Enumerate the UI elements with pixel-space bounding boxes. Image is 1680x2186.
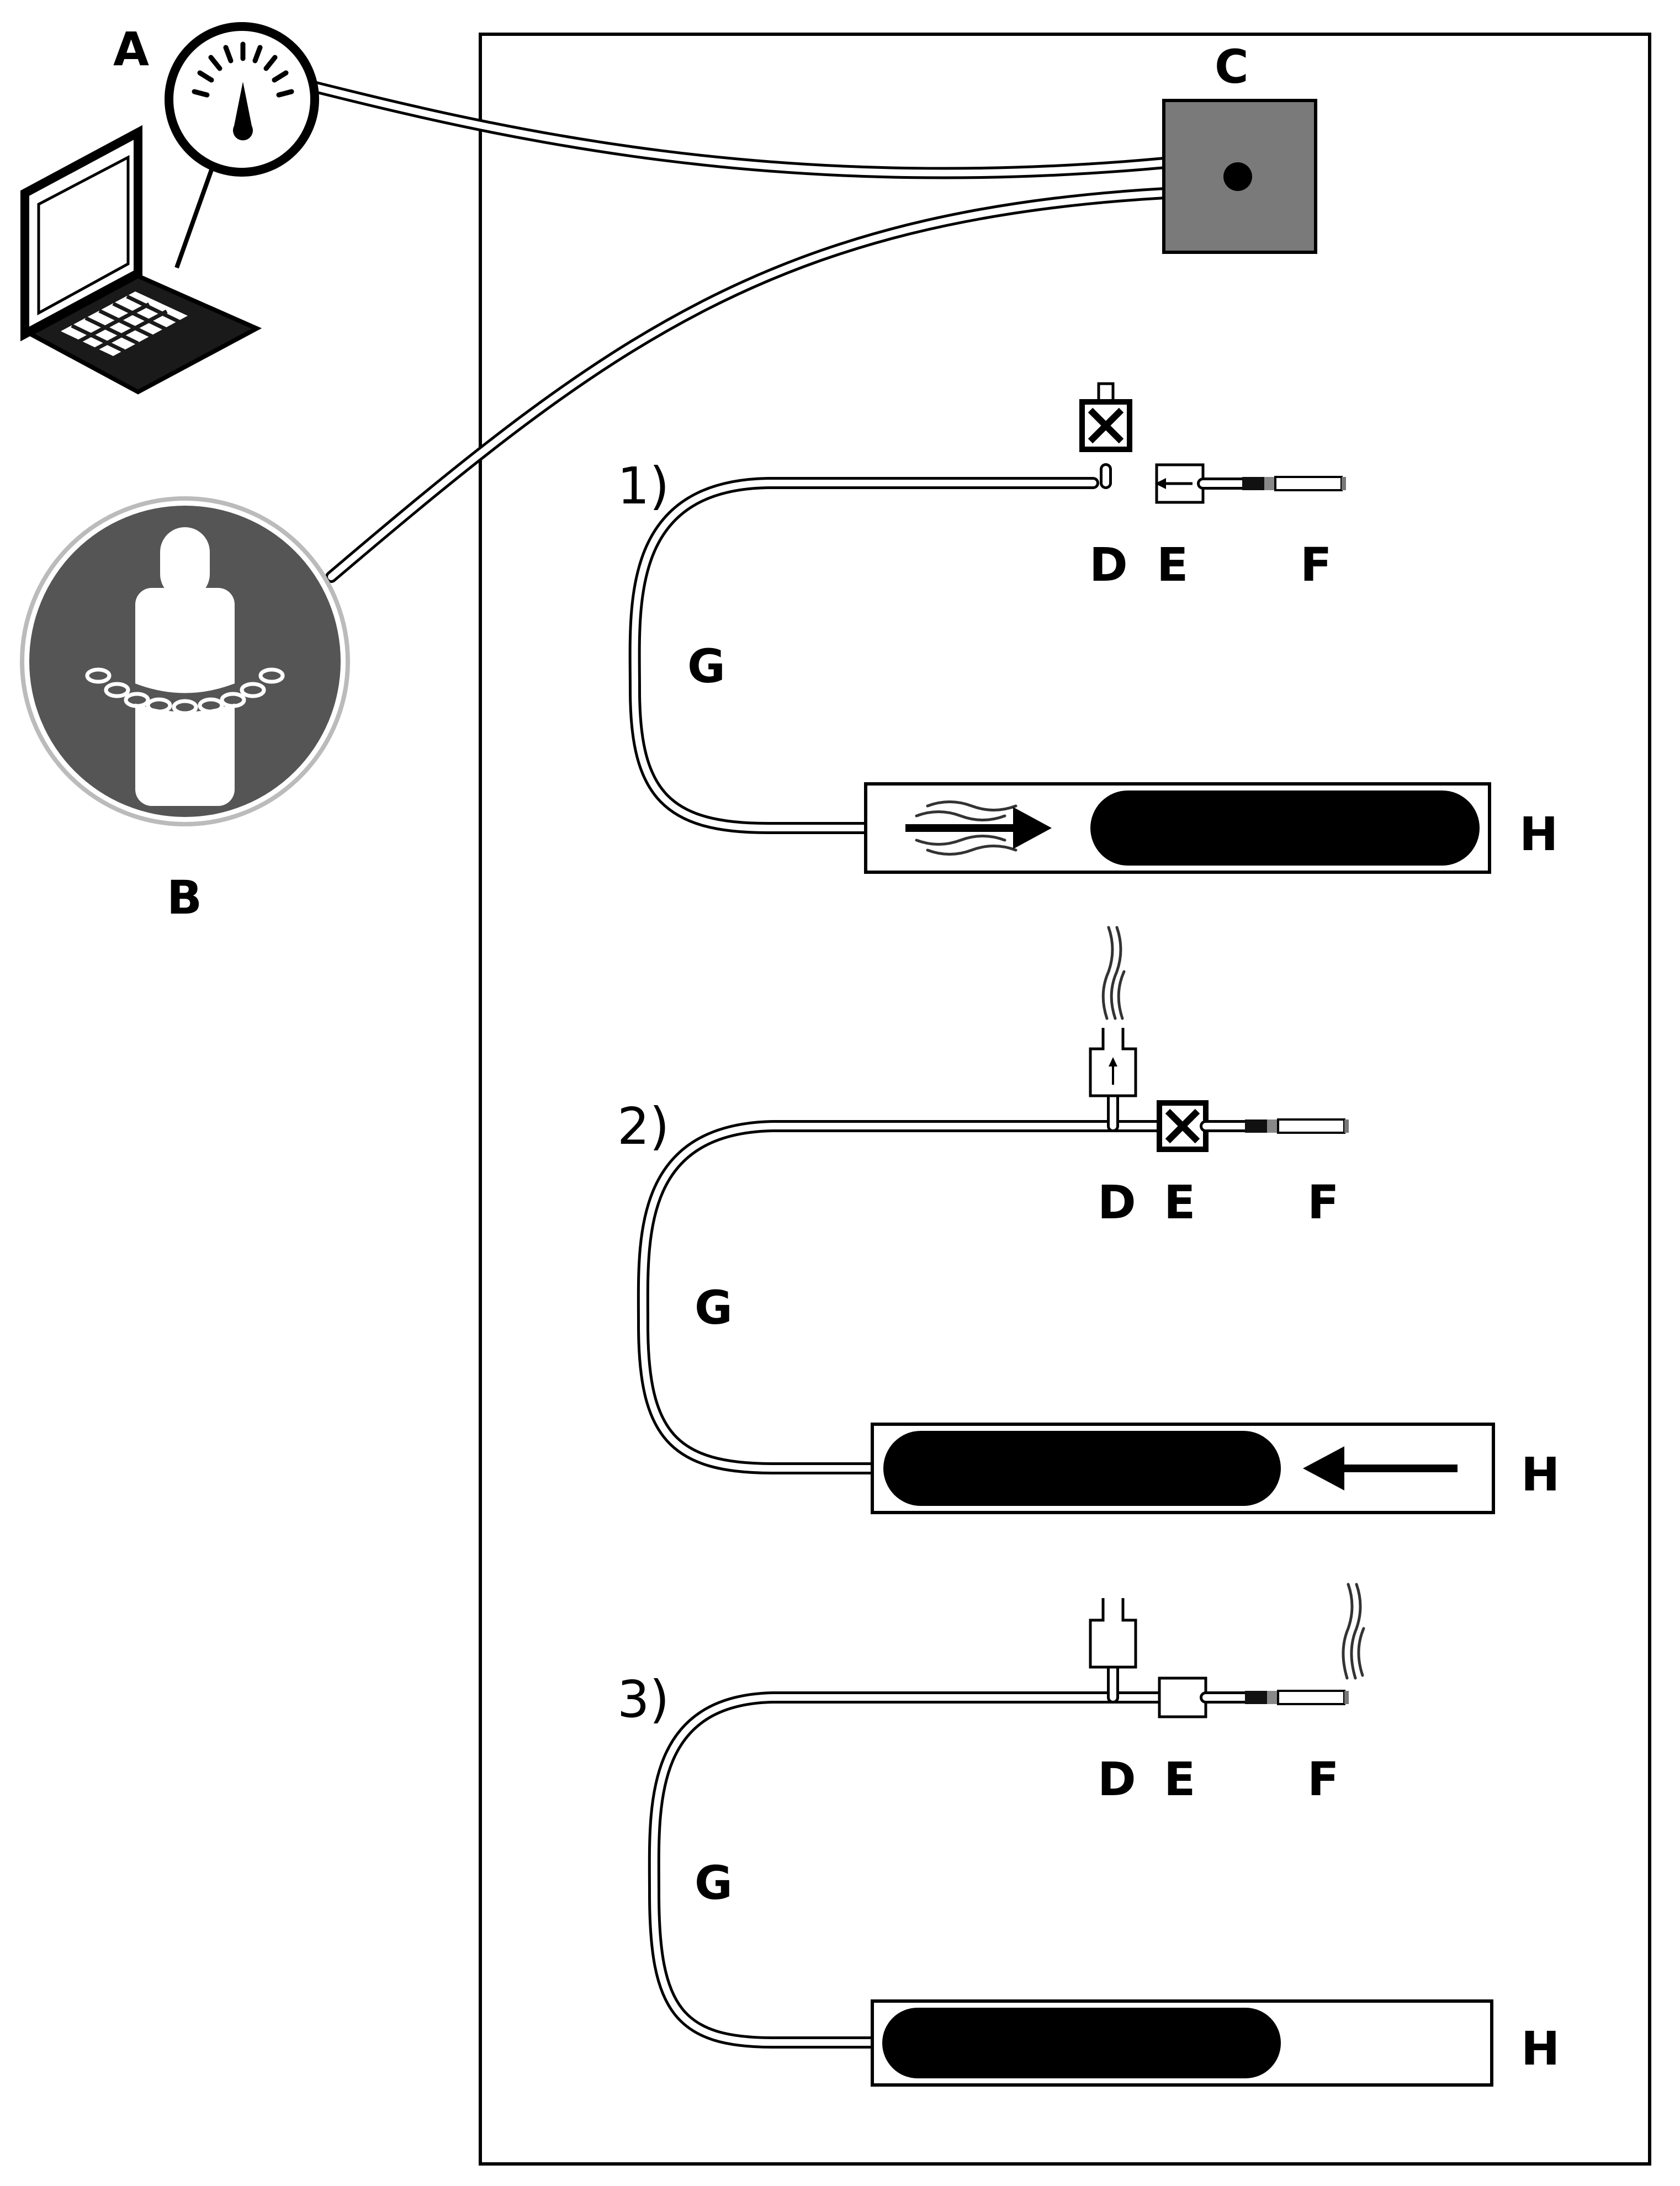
label-d-2: D — [1098, 1175, 1136, 1229]
connecting-tube-g — [648, 1661, 1165, 2049]
label-g-3: G — [695, 1856, 733, 1910]
label-d-1: D — [1089, 538, 1128, 592]
label-f-2: F — [1307, 1175, 1339, 1229]
step-1-label: 1) — [617, 457, 669, 516]
label-b: B — [167, 871, 202, 925]
label-e-1: E — [1157, 538, 1188, 592]
label-d-3: D — [1098, 1752, 1136, 1806]
closed-valve-icon — [1157, 1100, 1209, 1152]
step-2-assembly — [637, 926, 1495, 1514]
gas-supply-hose — [325, 187, 1171, 583]
cigarette-icon — [1245, 1118, 1349, 1134]
syringe-chamber-icon — [871, 1999, 1493, 2087]
label-g-1: G — [687, 639, 725, 693]
check-valve-icon — [1158, 1676, 1207, 1718]
open-vent-icon — [1089, 926, 1137, 1097]
syringe-chamber-icon — [864, 782, 1491, 874]
closed-valve-icon — [1079, 382, 1132, 452]
label-h-2: H — [1521, 1447, 1560, 1501]
cigarette-icon — [1242, 476, 1346, 491]
label-e-2: E — [1164, 1175, 1195, 1229]
cigarette-icon — [1245, 1583, 1365, 1705]
connecting-tube-g — [628, 463, 1112, 834]
laptop-icon — [20, 125, 262, 395]
enclosure-panel — [479, 33, 1651, 2166]
label-a: A — [113, 22, 149, 76]
controller-box-icon — [1162, 99, 1317, 254]
pressure-gauge-icon — [165, 22, 319, 177]
label-h-3: H — [1521, 2021, 1560, 2076]
gauge-hose — [303, 79, 1171, 179]
step-3-label: 3) — [617, 1670, 669, 1729]
gas-cylinder-icon — [20, 496, 350, 826]
check-valve-icon — [1155, 463, 1205, 504]
label-h-1: H — [1519, 807, 1558, 861]
label-f-1: F — [1300, 538, 1332, 592]
label-f-3: F — [1307, 1752, 1339, 1806]
connecting-tube-g — [637, 1090, 1165, 1474]
step-2-label: 2) — [617, 1097, 669, 1156]
label-e-3: E — [1164, 1752, 1195, 1806]
open-vent-icon — [1089, 1598, 1137, 1669]
step-1-assembly — [628, 382, 1491, 874]
label-c: C — [1215, 40, 1249, 94]
step-3-assembly — [648, 1583, 1493, 2087]
syringe-chamber-icon — [871, 1423, 1495, 1514]
label-g-2: G — [695, 1281, 733, 1335]
